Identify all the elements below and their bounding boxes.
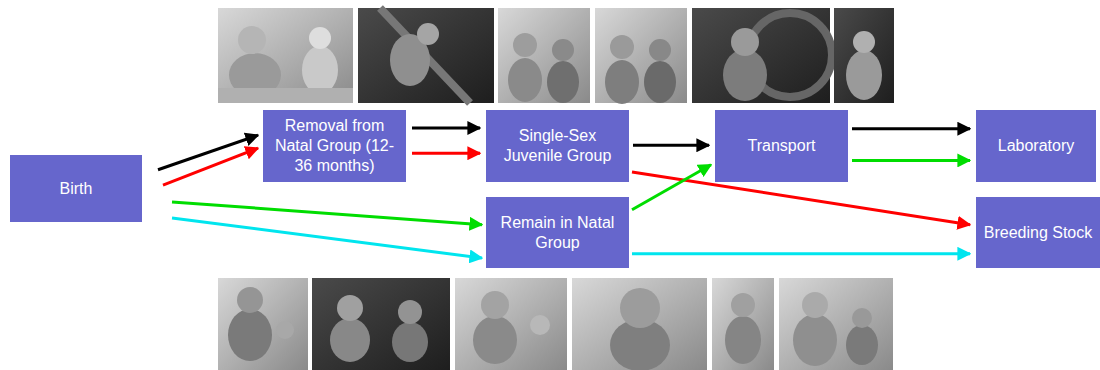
process-box: Remain in Natal Group <box>486 197 629 268</box>
monkey-photo <box>572 278 707 370</box>
box-label: Transport <box>742 136 822 156</box>
monkey-photo <box>455 278 567 370</box>
monkey-photo <box>779 278 893 370</box>
process-box: Laboratory <box>976 110 1096 182</box>
box-label: Breeding Stock <box>978 223 1099 243</box>
flow-arrow <box>852 159 970 162</box>
monkey-photo <box>218 8 353 103</box>
flow-arrow <box>412 127 480 130</box>
flow-arrow <box>163 148 258 185</box>
flow-arrow <box>633 144 709 147</box>
box-label: Remain in Natal Group <box>486 213 629 253</box>
flow-arrow <box>852 127 970 130</box>
monkey-photo <box>498 8 590 103</box>
monkey-photo <box>312 278 450 370</box>
process-box: Single-Sex Juvenile Group <box>486 110 629 182</box>
process-box: Removal from Natal Group (12-36 months) <box>263 110 406 182</box>
process-box: Transport <box>715 110 848 182</box>
monkey-photo <box>834 8 894 103</box>
flow-arrow <box>632 252 970 255</box>
monkey-photo <box>712 278 774 370</box>
process-box: Birth <box>10 155 142 222</box>
box-label: Single-Sex Juvenile Group <box>486 126 629 166</box>
monkey-photo <box>218 278 308 370</box>
flow-arrow <box>172 202 482 225</box>
flow-arrow <box>412 152 480 155</box>
monkey-photo <box>358 8 494 103</box>
box-label: Laboratory <box>992 136 1081 156</box>
flow-arrow <box>172 218 482 258</box>
flow-arrow <box>632 165 711 210</box>
box-label: Removal from Natal Group (12-36 months) <box>263 116 406 176</box>
process-box: Breeding Stock <box>976 197 1100 268</box>
monkey-photo <box>692 8 832 103</box>
box-label: Birth <box>54 179 99 199</box>
monkey-photo <box>595 8 687 104</box>
